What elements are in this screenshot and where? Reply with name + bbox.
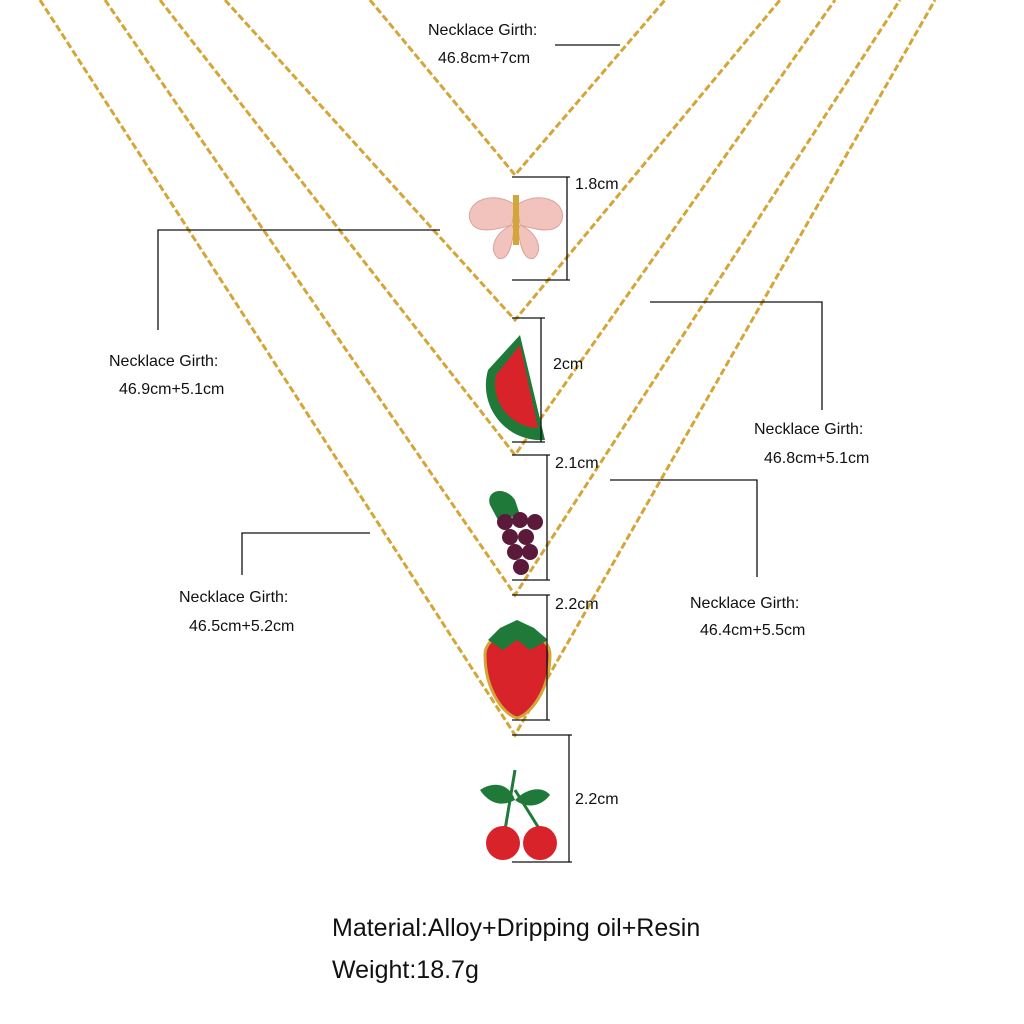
- girth-label-strawberry: Necklace Girth:: [179, 589, 289, 606]
- girth-value-watermelon: 46.9cm+5.1cm: [119, 381, 225, 398]
- chain-butterfly: [368, 0, 667, 178]
- girth-label-grapes: Necklace Girth:: [754, 421, 864, 438]
- dimension-lines: [157, 44, 823, 863]
- size-butterfly: 1.8cm: [575, 176, 619, 193]
- chain-watermelon: [223, 0, 782, 323]
- girth-value-butterfly: 46.8cm+7cm: [438, 50, 531, 67]
- girth-label-butterfly: Necklace Girth:: [428, 22, 538, 39]
- size-watermelon: 2cm: [553, 356, 584, 373]
- chain-grapes: [158, 0, 837, 458]
- girth-label-cherry: Necklace Girth:: [690, 595, 800, 612]
- size-strawberry: 2.2cm: [555, 596, 599, 613]
- size-cherry: 2.2cm: [575, 791, 619, 808]
- weight-text: Weight:18.7g: [332, 956, 479, 984]
- girth-value-strawberry: 46.5cm+5.2cm: [189, 618, 295, 635]
- cherry-pendant: [480, 769, 557, 860]
- girth-label-watermelon: Necklace Girth:: [109, 353, 219, 370]
- girth-value-grapes: 46.8cm+5.1cm: [764, 450, 870, 467]
- strawberry-pendant: [483, 620, 552, 720]
- watermelon-pendant: [485, 335, 545, 441]
- size-grapes: 2.1cm: [555, 455, 599, 472]
- grapes-pendant: [489, 490, 543, 575]
- butterfly-pendant: [469, 195, 563, 260]
- material-text: Material:Alloy+Dripping oil+Resin: [332, 914, 701, 942]
- girth-value-cherry: 46.4cm+5.5cm: [700, 622, 806, 639]
